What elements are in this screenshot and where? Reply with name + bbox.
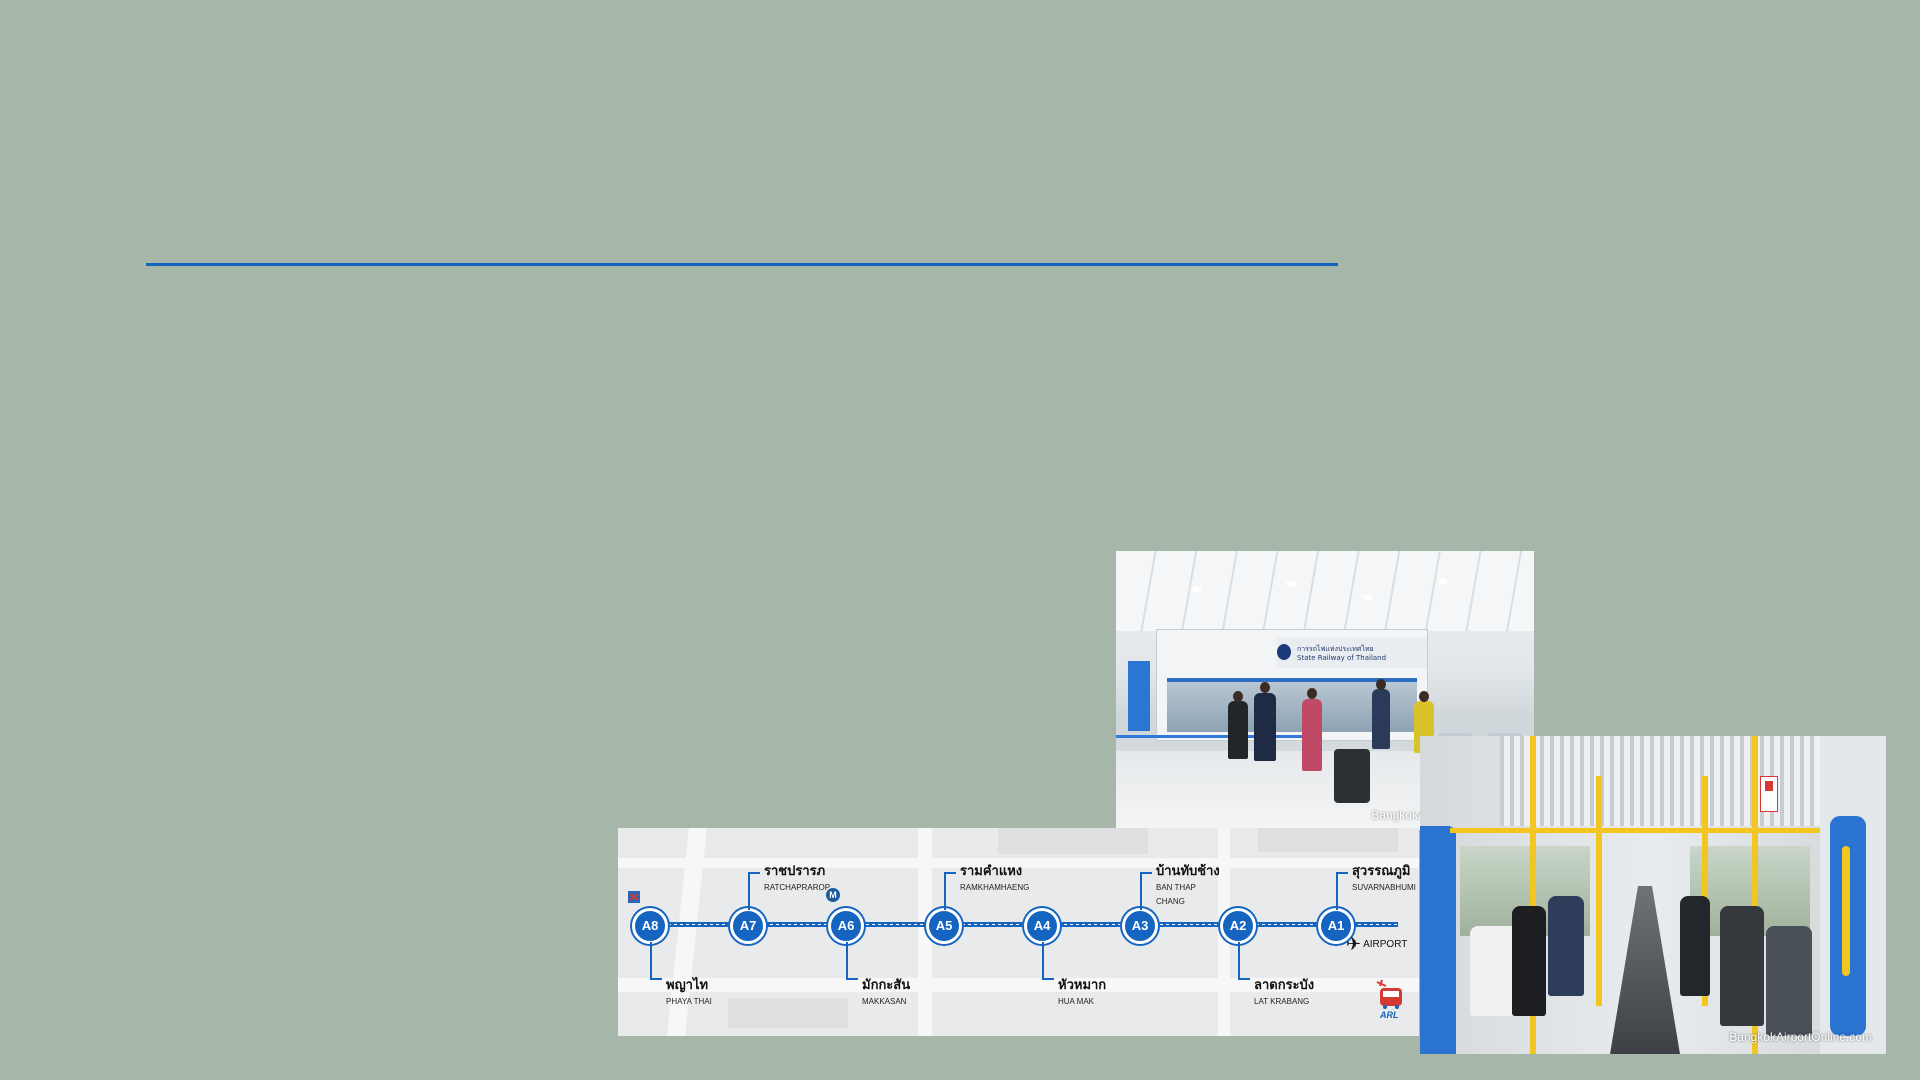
- ceiling-light: [1286, 581, 1296, 586]
- door-handle: [1842, 846, 1850, 976]
- arl-logo: ARL: [1374, 978, 1408, 1022]
- info-panel: [1128, 661, 1150, 731]
- station-marker-a4: A4: [1024, 908, 1060, 944]
- station-thai-name: มักกะสัน: [862, 978, 911, 993]
- station-label-a1: สุวรรณภูมิ SUVARNABHUMI: [1352, 860, 1416, 895]
- station-marker-a8: A8: [632, 908, 668, 944]
- station-marker-a2: A2: [1220, 908, 1256, 944]
- ceiling: [1116, 551, 1534, 631]
- person: [1302, 699, 1322, 771]
- station-leader: [1238, 942, 1250, 980]
- station-marker-a3: A3: [1122, 908, 1158, 944]
- train-door: [1420, 826, 1456, 1054]
- station-thai-name: รามคำแหง: [960, 864, 1023, 879]
- station-english-name: MAKKASAN: [862, 997, 907, 1006]
- station-leader: [1336, 872, 1348, 910]
- person-head: [1376, 679, 1386, 690]
- train-interior-photo: BangkokAirportOnline.com: [1420, 736, 1886, 1054]
- map-block: [1258, 828, 1398, 852]
- airport-label: ✈AIRPORT: [1346, 934, 1407, 955]
- station-leader: [846, 942, 858, 980]
- emergency-sign: [1760, 776, 1778, 812]
- passenger: [1470, 926, 1520, 1016]
- station-thai-name: สุวรรณภูมิ: [1352, 864, 1411, 879]
- station-english-name: RAMKHAMHAENG: [960, 883, 1030, 892]
- station-leader: [1140, 872, 1152, 910]
- airport-rail-link-route-map: A8 พญาไท PHAYA THAI A7 ราชปรารภ RATCHAPRAROP A…: [618, 828, 1419, 1036]
- map-street: [618, 858, 1419, 868]
- grab-pole: [1530, 736, 1536, 1054]
- station-english-name: SUVARNABHUMI: [1352, 883, 1416, 892]
- station-label-a2: ลาดกระบัง LAT KRABANG: [1254, 974, 1314, 1009]
- person: [1228, 701, 1248, 759]
- train-aisle: [1610, 886, 1680, 1054]
- railway-logo: [1277, 644, 1291, 660]
- station-english-name: LAT KRABANG: [1254, 997, 1310, 1006]
- station-leader: [748, 872, 760, 910]
- railway-sign-english: State Railway of Thailand: [1297, 654, 1387, 662]
- station-thai-name: บ้านทับช้าง: [1156, 864, 1220, 879]
- map-street: [918, 828, 932, 1036]
- person: [1372, 689, 1390, 749]
- grab-pole: [1752, 736, 1758, 1054]
- airport-text: AIRPORT: [1363, 939, 1408, 950]
- ceiling-light: [1362, 595, 1372, 600]
- passenger: [1680, 896, 1710, 996]
- railway-sign-thai: การรถไฟแห่งประเทศไทย: [1297, 645, 1374, 653]
- station-thai-name: หัวหมาก: [1058, 978, 1107, 993]
- passenger: [1720, 906, 1764, 1026]
- station-label-a3: บ้านทับช้าง BAN THAP CHANG: [1156, 860, 1220, 909]
- arl-text: ARL: [1380, 1010, 1399, 1020]
- train-door-right: [1820, 736, 1886, 1054]
- station-thai-name: ลาดกระบัง: [1254, 978, 1315, 993]
- passenger: [1512, 906, 1546, 1016]
- station-label-a6: มักกะสัน MAKKASAN: [862, 974, 910, 1009]
- station-leader: [944, 872, 956, 910]
- station-english-name-line2: CHANG: [1156, 897, 1185, 906]
- queue-rope: [1116, 735, 1316, 738]
- metro-icon: M: [826, 888, 840, 902]
- station-label-a7: ราชปรารภ RATCHAPRAROP: [764, 860, 830, 895]
- station-marker-a6: A6: [828, 908, 864, 944]
- person: [1254, 693, 1276, 761]
- rail-line: [638, 922, 1398, 927]
- person-head: [1307, 688, 1317, 699]
- title-underline: [146, 263, 1338, 266]
- ceiling-light: [1192, 587, 1202, 592]
- station-marker-a7: A7: [730, 908, 766, 944]
- passenger: [1766, 926, 1812, 1036]
- station-label-a8: พญาไท PHAYA THAI: [666, 974, 712, 1009]
- station-english-name: HUA MAK: [1058, 997, 1095, 1006]
- station-leader: [650, 942, 662, 980]
- plane-icon: ✈: [1346, 934, 1362, 954]
- person-head: [1260, 682, 1270, 693]
- luggage: [1334, 749, 1370, 803]
- map-block: [998, 828, 1148, 854]
- station-thai-name: พญาไท: [666, 978, 709, 993]
- station-marker-a5: A5: [926, 908, 962, 944]
- station-thai-name: ราชปรารภ: [764, 864, 826, 879]
- person-head: [1233, 691, 1243, 702]
- ceiling-light: [1438, 579, 1448, 584]
- station-english-name: RATCHAPRAROP: [764, 883, 831, 892]
- station-english-name: BAN THAP: [1156, 883, 1196, 892]
- station-label-a4: หัวหมาก HUA MAK: [1058, 974, 1106, 1009]
- station-label-a5: รามคำแหง RAMKHAMHAENG: [960, 860, 1029, 895]
- station-marker-a1: A1: [1318, 908, 1354, 944]
- railway-sign: การรถไฟแห่งประเทศไทย State Railway of Th…: [1277, 638, 1427, 668]
- grab-rail: [1450, 828, 1830, 833]
- photo-watermark: BangkokAirportOnline.com: [1729, 1030, 1872, 1044]
- passenger: [1548, 896, 1584, 996]
- person-head: [1419, 691, 1429, 702]
- station-english-name: PHAYA THAI: [666, 997, 712, 1006]
- map-block: [728, 998, 848, 1028]
- station-leader: [1042, 942, 1054, 980]
- grab-pole: [1596, 776, 1602, 1006]
- grab-pole: [1702, 776, 1708, 1006]
- bts-icon: [628, 890, 640, 903]
